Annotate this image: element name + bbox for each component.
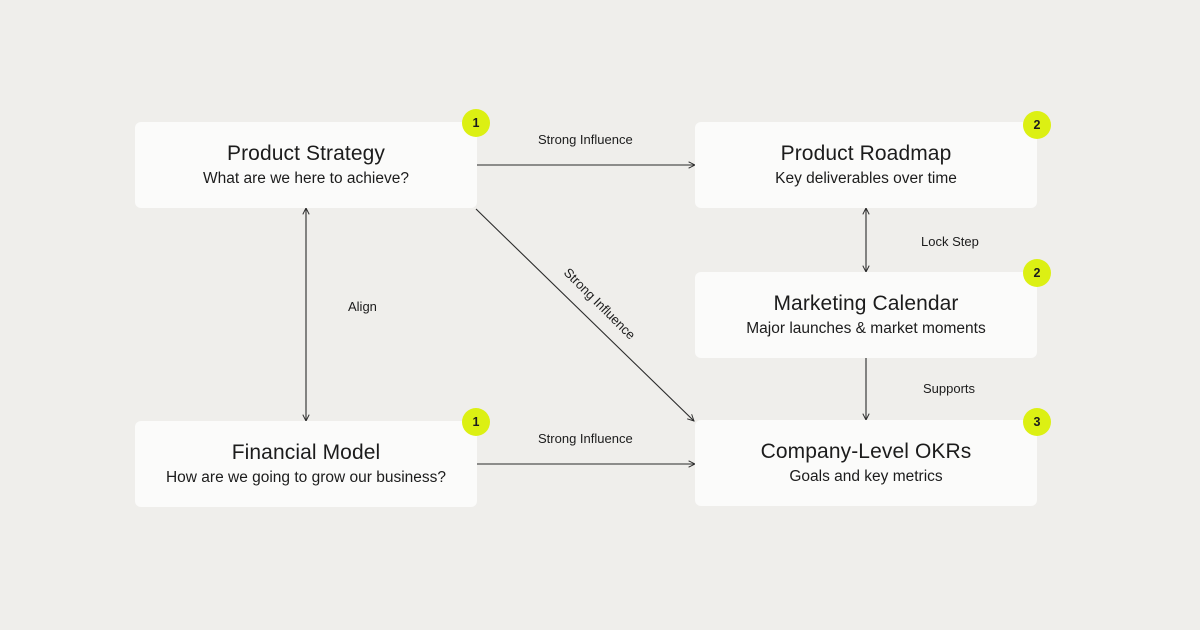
priority-badge: 1 bbox=[462, 408, 490, 436]
edge-strategy-to-okrs bbox=[475, 208, 694, 421]
node-financial-model[interactable]: Financial Model How are we going to grow… bbox=[135, 421, 477, 507]
priority-badge: 3 bbox=[1023, 408, 1051, 436]
edge-label-calendar-to-okrs: Supports bbox=[923, 381, 976, 396]
edge-label-strategy-financial: Align bbox=[348, 299, 377, 314]
node-subtitle: What are we here to achieve? bbox=[203, 169, 409, 187]
priority-badge: 1 bbox=[462, 109, 490, 137]
priority-badge: 2 bbox=[1023, 111, 1051, 139]
edge-label-roadmap-calendar: Lock Step bbox=[921, 234, 979, 249]
edge-label-financial-to-okrs: Strong Influence bbox=[538, 431, 633, 446]
node-company-okrs[interactable]: Company-Level OKRs Goals and key metrics bbox=[695, 420, 1037, 506]
node-title: Company-Level OKRs bbox=[760, 439, 972, 463]
node-title: Product Strategy bbox=[226, 141, 385, 165]
node-product-roadmap[interactable]: Product Roadmap Key deliverables over ti… bbox=[695, 122, 1037, 208]
priority-badge: 2 bbox=[1023, 259, 1051, 287]
node-subtitle: Goals and key metrics bbox=[789, 467, 943, 485]
node-subtitle: Key deliverables over time bbox=[775, 169, 957, 187]
edge-label-strategy-to-roadmap: Strong Influence bbox=[538, 132, 633, 147]
node-subtitle: How are we going to grow our business? bbox=[165, 468, 446, 486]
node-title: Product Roadmap bbox=[780, 141, 952, 165]
node-subtitle: Major launches & market moments bbox=[746, 319, 986, 337]
node-title: Marketing Calendar bbox=[773, 291, 959, 315]
node-marketing-calendar[interactable]: Marketing Calendar Major launches & mark… bbox=[695, 272, 1037, 358]
node-product-strategy[interactable]: Product Strategy What are we here to ach… bbox=[135, 122, 477, 208]
node-title: Financial Model bbox=[231, 440, 381, 464]
